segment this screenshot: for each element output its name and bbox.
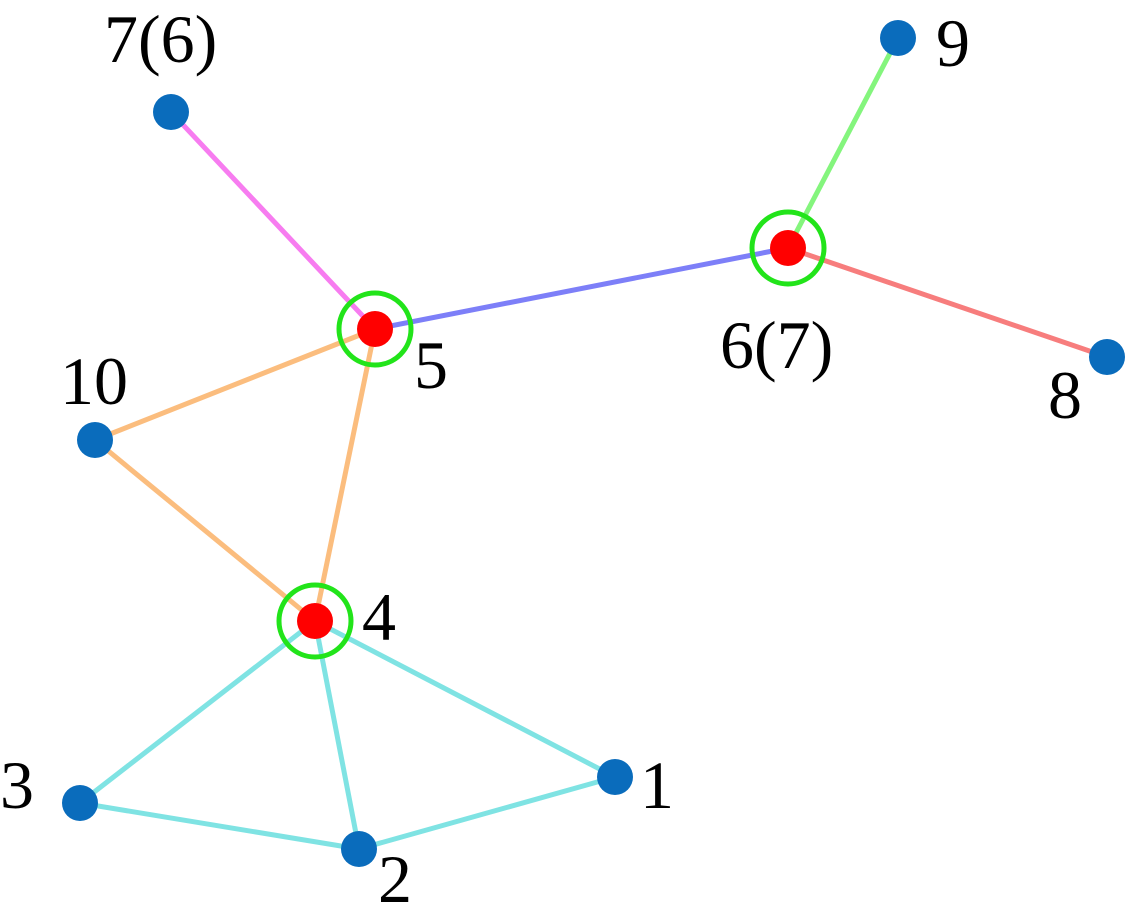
edge-4-3 — [77, 618, 318, 806]
node-1 — [597, 759, 633, 795]
node-label-1: 1 — [640, 747, 674, 823]
hub-ring-6 — [749, 209, 827, 287]
edge-6-8 — [785, 245, 1110, 360]
hub-ring-4 — [276, 582, 354, 660]
edge-10-4 — [92, 437, 318, 624]
node-2 — [341, 831, 377, 867]
edge-4-2 — [312, 618, 362, 852]
node-9 — [880, 20, 916, 56]
node-label-3: 3 — [0, 747, 34, 823]
node-layer — [62, 20, 1125, 867]
edge-4-1 — [312, 618, 618, 780]
node-label-2: 2 — [378, 841, 412, 909]
edge-2-1 — [356, 774, 618, 852]
edge-5-10 — [92, 326, 378, 443]
node-label-10: 10 — [60, 343, 128, 419]
node-label-4: 4 — [362, 579, 396, 655]
node-7 — [153, 94, 189, 130]
edge-5-6 — [372, 245, 791, 332]
edge-3-2 — [77, 800, 362, 852]
node-3 — [62, 785, 98, 821]
node-6 — [770, 230, 806, 266]
node-5 — [357, 311, 393, 347]
label-layer: 1 2 3 4 5 6(7) 7(6) 8 9 10 — [0, 1, 1082, 909]
edge-layer — [77, 35, 1110, 852]
node-label-5: 5 — [414, 327, 448, 403]
node-label-8: 8 — [1048, 357, 1082, 433]
node-8 — [1089, 339, 1125, 375]
node-10 — [77, 422, 113, 458]
node-label-9: 9 — [936, 5, 970, 81]
node-4 — [297, 603, 333, 639]
hub-ring-5 — [336, 290, 414, 368]
edge-7-5 — [168, 109, 378, 332]
node-label-7: 7(6) — [104, 1, 217, 77]
edge-5-4 — [312, 326, 378, 624]
edge-6-9 — [785, 35, 901, 251]
node-label-6: 6(7) — [720, 307, 833, 383]
